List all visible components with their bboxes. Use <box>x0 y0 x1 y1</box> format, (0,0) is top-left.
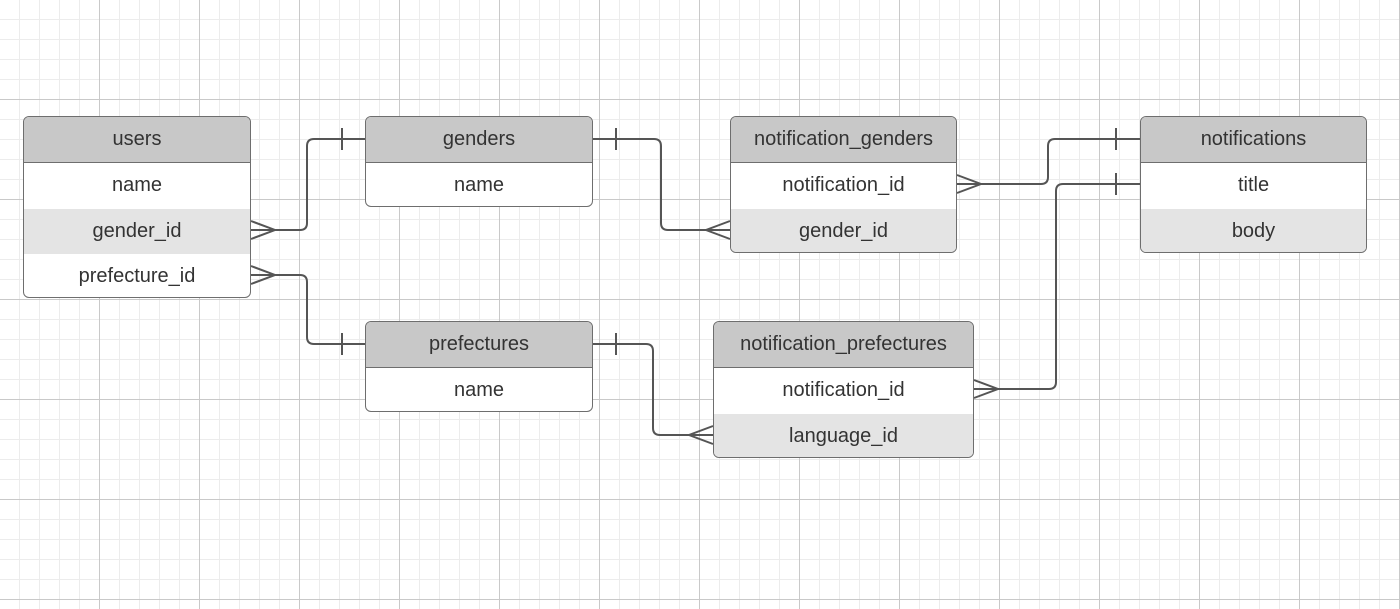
relationship-notification-prefectures-notifications[interactable] <box>974 183 1140 390</box>
entity-prefectures-field-name[interactable]: name <box>453 379 505 402</box>
entity-users-title[interactable]: users <box>24 117 250 163</box>
entity-genders-title[interactable]: genders <box>366 117 592 163</box>
relationship-notification-genders-notifications[interactable] <box>957 138 1140 185</box>
entity-notifications[interactable]: notifications title body <box>1140 116 1367 253</box>
relationship-prefectures-notification-prefectures[interactable] <box>593 343 713 436</box>
relationship-genders-notification-genders[interactable] <box>593 138 730 231</box>
entity-notification-prefectures-title[interactable]: notification_prefectures <box>714 322 973 368</box>
crowfoot-notification-genders-notification-id <box>956 174 984 194</box>
entity-users-field-prefecture-id[interactable]: prefecture_id <box>78 265 196 288</box>
crowfoot-notification-genders-gender-id <box>703 220 731 240</box>
entity-notification-prefectures[interactable]: notification_prefectures notification_id… <box>713 321 974 458</box>
entity-notification-genders-field-gender-id[interactable]: gender_id <box>731 208 956 252</box>
entity-notifications-field-title[interactable]: title <box>1237 174 1270 197</box>
entity-genders[interactable]: genders name <box>365 116 593 207</box>
entity-genders-field-name[interactable]: name <box>453 174 505 197</box>
entity-prefectures[interactable]: prefectures name <box>365 321 593 412</box>
entity-notifications-field-body[interactable]: body <box>1141 208 1366 252</box>
crowfoot-notification-prefectures-language-id <box>686 425 714 445</box>
crowfoot-notification-prefectures-notification-id <box>973 379 1001 399</box>
relationship-users-genders[interactable] <box>251 138 365 231</box>
entity-users[interactable]: users name gender_id prefecture_id <box>23 116 251 298</box>
relationship-users-prefectures[interactable] <box>251 274 365 345</box>
entity-notification-genders-field-notification-id[interactable]: notification_id <box>782 174 905 197</box>
entity-notifications-title[interactable]: notifications <box>1141 117 1366 163</box>
entity-users-field-gender-id[interactable]: gender_id <box>24 208 250 254</box>
crowfoot-users-gender-id <box>250 220 278 240</box>
entity-notification-genders[interactable]: notification_genders notification_id gen… <box>730 116 957 253</box>
entity-prefectures-title[interactable]: prefectures <box>366 322 592 368</box>
entity-notification-prefectures-field-notification-id[interactable]: notification_id <box>782 379 905 402</box>
entity-users-field-name[interactable]: name <box>111 174 163 197</box>
entity-notification-genders-title[interactable]: notification_genders <box>731 117 956 163</box>
crowfoot-users-prefecture-id <box>250 265 278 285</box>
entity-notification-prefectures-field-language-id[interactable]: language_id <box>714 413 973 457</box>
